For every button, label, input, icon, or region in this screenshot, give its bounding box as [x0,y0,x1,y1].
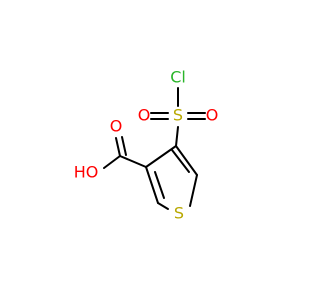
bond-c3-c-carboxyl [119,155,147,168]
atom-chlorine: Cl [170,68,186,87]
bond-c4-c3 [145,145,177,168]
atom-sulfonyl-sulfur: S [173,106,183,125]
bond-c5-c4-inner [171,149,190,173]
bond-c-o-carbonyl-a [115,137,121,157]
bond-c5-c4 [175,145,198,176]
atom-sulfonyl-oxygen-right: O [206,106,219,125]
atom-carbonyl-oxygen: O [110,117,123,136]
bond-s-ring-c5 [189,174,198,207]
bond-c-oh [103,155,121,169]
bond-c3-c2 [145,166,159,204]
molecule-canvas: Cl S O O O HO S [73,67,219,223]
atom-hydroxyl: HO [74,163,99,182]
bond-layer [103,87,206,210]
bond-c4-s-sulfonyl [175,126,179,147]
atom-ring-sulfur: S [174,204,184,223]
bond-c-o-carbonyl-b [121,136,127,156]
bond-c3-c2-inner [154,171,165,199]
molecule-structure: Cl S O O O HO S [74,68,219,223]
bond-c2-s-ring [157,202,169,210]
atom-label-layer: Cl S O O O HO S [74,68,219,223]
atom-sulfonyl-oxygen-left: O [138,106,151,125]
